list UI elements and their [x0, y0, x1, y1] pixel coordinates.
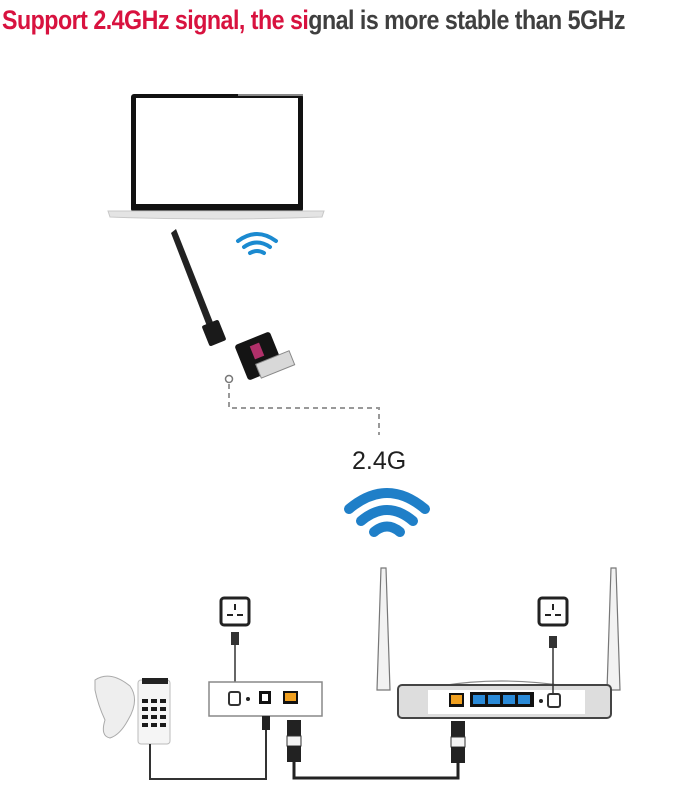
- wifi-icon: [236, 232, 278, 255]
- headline: Support 2.4GHz signal, the signal is mor…: [2, 3, 625, 37]
- headline-red-part: Support 2.4GHz signal, the si: [2, 5, 309, 35]
- router-icon: [376, 567, 621, 719]
- telephone-icon: [94, 675, 171, 745]
- modem-icon: [208, 681, 323, 717]
- band-label: 2.4G: [352, 447, 407, 475]
- power-outlet-icon: [537, 596, 569, 694]
- wifi-icon: [344, 488, 430, 537]
- power-outlet-icon: [219, 596, 251, 688]
- dashed-connector: [224, 374, 380, 435]
- usb-adapter-icon: [171, 229, 296, 380]
- laptop-icon: [107, 94, 325, 220]
- headline-gray-part: gnal is more stable than 5GHz: [308, 5, 625, 35]
- cables: [149, 716, 466, 780]
